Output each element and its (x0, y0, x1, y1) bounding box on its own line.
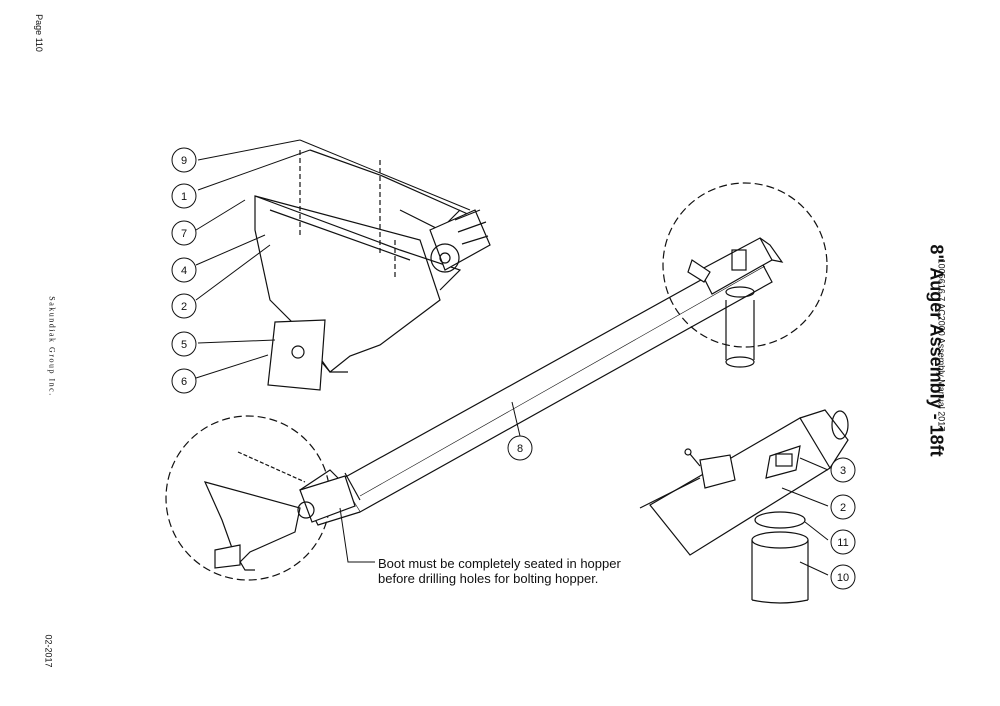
callout-3-label: 3 (840, 465, 846, 477)
callout-1 (171, 183, 197, 209)
assembly-note-line-1: Boot must be completely seated in hopper (378, 556, 621, 571)
callout-4 (171, 257, 197, 283)
callout-4-label: 4 (181, 265, 187, 277)
callout-11-label: 11 (837, 537, 848, 549)
assembly-note-line-2: before drilling holes for bolting hopper… (378, 571, 599, 586)
callout-7 (171, 220, 197, 246)
callout-9 (171, 147, 197, 173)
callout-8 (507, 435, 533, 461)
callout-2-right (830, 494, 856, 520)
callout-10 (830, 564, 856, 590)
callout-1-label: 1 (181, 191, 187, 203)
callout-2-right-label: 2 (840, 502, 846, 514)
detail-circle-spout (662, 182, 828, 348)
discharge-exploded (639, 409, 849, 604)
leader-lines (195, 139, 829, 576)
hopper-detail (203, 451, 356, 571)
callout-5 (171, 331, 197, 357)
callout-8-label: 8 (517, 443, 523, 455)
callout-3 (830, 457, 856, 483)
callout-6-label: 6 (181, 376, 187, 388)
spout-detail (687, 237, 784, 368)
callout-7-label: 7 (181, 228, 187, 240)
callout-10-label: 10 (837, 572, 849, 584)
hopper-exploded (254, 139, 491, 391)
callout-2-top-label: 2 (181, 301, 187, 313)
callout-5-label: 5 (181, 339, 187, 351)
callout-9-label: 9 (181, 155, 187, 167)
callout-6 (171, 368, 197, 394)
callout-11 (830, 529, 856, 555)
callout-2-top (171, 293, 197, 319)
